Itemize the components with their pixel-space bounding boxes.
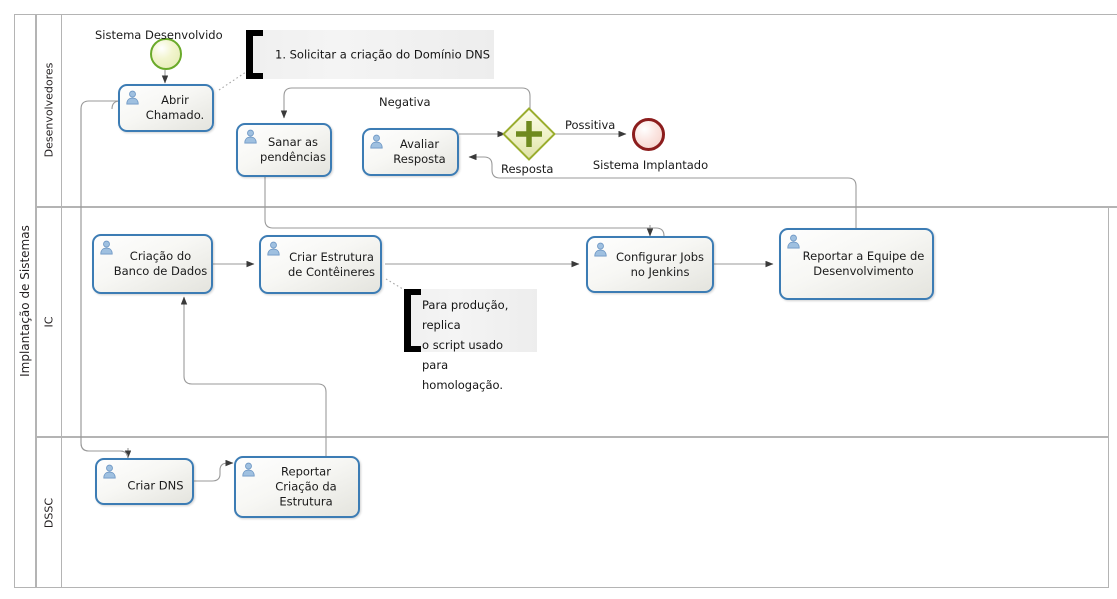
lane-divider-1 (36, 206, 1117, 208)
task-reportar-equipe-desenvolvimento-label: Reportar a Equipe de Desenvolvimento (802, 249, 925, 278)
person-icon (267, 241, 280, 256)
gateway-resposta[interactable] (502, 107, 556, 161)
task-criacao-banco-dados-label: Criação do Banco de Dados (113, 249, 208, 278)
end-event-sistema-implantado[interactable] (632, 118, 665, 151)
task-reportar-equipe-desenvolvimento[interactable]: Reportar a Equipe de Desenvolvimento (779, 228, 934, 300)
annotation-solicitar-dns: 1. Solicitar a criação do Domínio DNS (246, 30, 494, 79)
person-icon (100, 240, 113, 255)
task-configurar-jobs-jenkins[interactable]: Configurar Jobs no Jenkins (586, 236, 714, 293)
end-event-label: Sistema Implantado (592, 158, 709, 172)
person-icon (242, 462, 255, 477)
task-criacao-banco-dados[interactable]: Criação do Banco de Dados (92, 234, 213, 294)
task-avaliar-resposta-label: Avaliar Resposta (393, 137, 446, 166)
person-icon (103, 464, 116, 479)
gateway-plus-icon (516, 121, 542, 147)
pool-header: Implantação de Sistemas (14, 14, 36, 588)
task-abrir-chamado-label: Abrir Chamado. (145, 93, 205, 122)
lane-header-dssc: DSSC (36, 438, 62, 588)
lane-body-ic (36, 207, 1109, 438)
person-icon (126, 90, 139, 105)
lane-body-desenvolvedores (36, 14, 1117, 208)
lane-label-ic: IC (42, 316, 55, 328)
task-reportar-criacao-estrutura-label: Reportar Criação da Estrutura (275, 464, 337, 509)
pool-label: Implantação de Sistemas (18, 225, 32, 377)
person-icon (244, 129, 257, 144)
person-icon (370, 134, 383, 149)
task-criar-estrutura-conteineres-label: Criar Estrutura de Contêineres (287, 249, 376, 279)
lane-body-dssc (36, 437, 1109, 588)
annotation-solicitar-dns-text: 1. Solicitar a criação do Domínio DNS (275, 47, 491, 61)
task-reportar-criacao-estrutura[interactable]: Reportar Criação da Estrutura (234, 456, 360, 518)
lane-label-dssc: DSSC (42, 497, 55, 529)
lane-divider-2 (36, 436, 1109, 438)
annotation-producao-script: Para produção, replica o script usado pa… (404, 289, 537, 392)
task-abrir-chamado[interactable]: Abrir Chamado. (118, 84, 214, 132)
edge-label-negativa: Negativa (379, 95, 431, 109)
task-sanar-pendencias[interactable]: Sanar as pendências (236, 123, 332, 177)
task-criar-dns-label: Criar DNS (127, 478, 184, 492)
lane-label-desenvolvedores: Desenvolvedores (42, 62, 55, 158)
start-event-sistema-desenvolvido[interactable] (150, 38, 182, 70)
edge-label-possitiva: Possitiva (565, 118, 616, 132)
lane-header-ic: IC (36, 208, 62, 436)
annotation-producao-script-text: Para produção, replica o script usado pa… (422, 298, 509, 392)
task-criar-dns[interactable]: Criar DNS (95, 458, 194, 505)
person-icon (787, 234, 800, 249)
person-icon (594, 242, 607, 257)
task-configurar-jobs-jenkins-label: Configurar Jobs no Jenkins (615, 249, 705, 279)
task-avaliar-resposta[interactable]: Avaliar Resposta (362, 128, 459, 176)
lane-header-desenvolvedores: Desenvolvedores (36, 14, 62, 206)
task-criar-estrutura-conteineres[interactable]: Criar Estrutura de Contêineres (259, 235, 382, 294)
gateway-resposta-label: Resposta (501, 162, 554, 176)
start-event-label: Sistema Desenvolvido (95, 28, 223, 42)
task-sanar-pendencias-label: Sanar as pendências (260, 135, 326, 164)
